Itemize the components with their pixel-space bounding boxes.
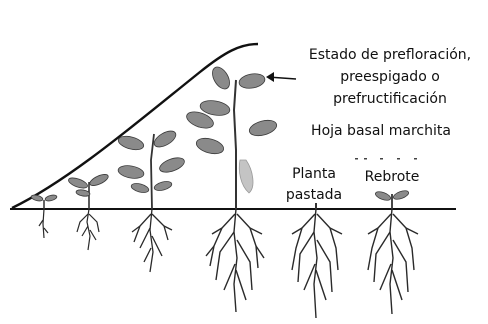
plant-seedling xyxy=(30,194,58,239)
growth-curve xyxy=(11,42,259,210)
plant-young xyxy=(68,174,109,251)
label-line: preespigado o xyxy=(340,69,440,85)
withered-leaf xyxy=(238,159,254,194)
label-grazed-plant: Planta pastada xyxy=(282,164,346,206)
label-preflowering-stage: Estado de prefloración, preespigado o pr… xyxy=(300,44,480,110)
label-line: pastada xyxy=(285,187,343,203)
label-regrowth: Rebrote xyxy=(364,169,420,185)
plant-regrowth xyxy=(367,190,419,315)
plant-vegetative xyxy=(117,130,185,273)
plant-preflowering xyxy=(186,66,278,313)
label-withered-leaf: Hoja basal marchita xyxy=(311,123,451,139)
arrow-to-plant xyxy=(266,72,297,82)
label-line: Estado de prefloración, xyxy=(308,47,472,63)
plant-grazed xyxy=(291,203,343,319)
label-line: prefructificación xyxy=(333,91,447,107)
label-line: Planta xyxy=(292,166,336,182)
dotted-line xyxy=(355,158,417,160)
